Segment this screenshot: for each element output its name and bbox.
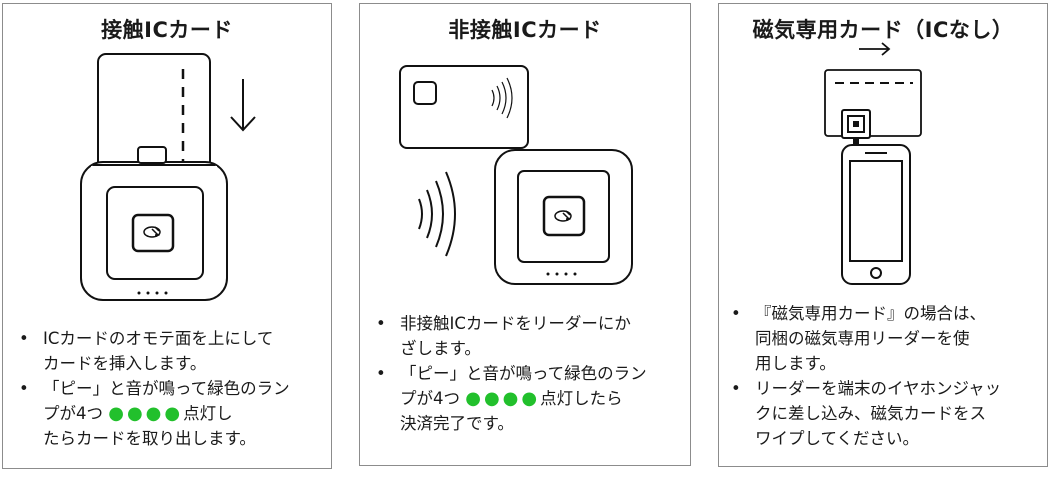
magnetic-reader-icon — [841, 109, 871, 145]
panel-title: 磁気専用カード（ICなし） — [752, 18, 1014, 42]
bullet-text-after: 点灯したら 決済完了です。 — [400, 389, 623, 433]
bullet-item: • リーダーを端末のイヤホンジャッ クに差し込み、磁気カードをス ワイプしてくだ… — [725, 376, 1047, 451]
bullet-item: • ICカードのオモテ面を上にして カードを挿入します。 — [13, 326, 325, 376]
contactless-card — [399, 65, 529, 149]
bullet-text-before: 「ピー」と音が鳴って緑色のラン プが4つ — [400, 364, 647, 408]
panel-title: 非接触ICカード — [448, 18, 602, 42]
bullet-item: • 『磁気専用カード』の場合は、 同梱の磁気専用リーダーを使 用します。 — [725, 301, 1047, 376]
panel-contact-ic: 接触ICカード • ICカードのオモテ面を上にして カードを挿入します。 • — [2, 3, 332, 469]
contactless-illustration — [399, 65, 633, 285]
bullet-dot: • — [376, 314, 386, 333]
contactless-wave-icon — [418, 171, 456, 257]
bullet-text-before: 「ピー」と音が鳴って緑色のラン プが4つ — [43, 379, 290, 423]
bullet-list: • 『磁気専用カード』の場合は、 同梱の磁気専用リーダーを使 用します。 • リ… — [725, 301, 1047, 451]
bullet-dot: • — [731, 304, 741, 323]
bullet-text: 非接触ICカードをリーダーにか ざします。 — [400, 314, 631, 358]
bullet-list: • ICカードのオモテ面を上にして カードを挿入します。 • 「ピー」と音が鳴っ… — [13, 326, 325, 451]
bullet-text: 「ピー」と音が鳴って緑色のラン プが4つ ●●●●点灯したら 決済完了です。 — [400, 364, 647, 433]
bullet-text: ICカードのオモテ面を上にして カードを挿入します。 — [43, 329, 274, 373]
smartphone-icon — [841, 144, 911, 285]
insert-card-arrow-icon — [230, 79, 256, 132]
card-insert-illustration — [80, 53, 256, 301]
panel-title: 接触ICカード — [101, 18, 233, 42]
bullet-text-after: 点灯し たらカードを取り出します。 — [43, 404, 256, 448]
bullet-dot: • — [19, 379, 29, 398]
bullet-text: 『磁気専用カード』の場合は、 同梱の磁気専用リーダーを使 用します。 — [755, 304, 986, 373]
bullet-list: • 非接触ICカードをリーダーにか ざします。 • 「ピー」と音が鳴って緑色のラ… — [370, 311, 686, 436]
swipe-arrow-icon — [859, 42, 891, 56]
contactless-symbol-icon — [491, 77, 513, 119]
bullet-text: リーダーを端末のイヤホンジャッ クに差し込み、磁気カードをス ワイプしてください… — [755, 379, 1002, 448]
bullet-item: • 「ピー」と音が鳴って緑色のラン プが4つ ●●●●点灯し たらカードを取り出… — [13, 376, 325, 451]
green-led-indicators: ●●●● — [465, 388, 541, 409]
panel-contactless-ic: 非接触ICカード • 非接触ICカードをリーダーにか ざします。 — [359, 3, 691, 466]
magnetic-swipe-illustration — [824, 42, 922, 285]
bullet-dot: • — [19, 329, 29, 348]
panel-magnetic-card: 磁気専用カード（ICなし） • 『磁気専用カード』の場合は、 同梱の磁気専用リー… — [718, 3, 1048, 467]
bullet-item: • 「ピー」と音が鳴って緑色のラン プが4つ ●●●●点灯したら 決済完了です。 — [370, 361, 686, 436]
bullet-item: • 非接触ICカードをリーダーにか ざします。 — [370, 311, 686, 361]
magnetic-card — [824, 69, 922, 137]
green-led-indicators: ●●●● — [108, 403, 184, 424]
bullet-text: 「ピー」と音が鳴って緑色のラン プが4つ ●●●●点灯し たらカードを取り出しま… — [43, 379, 290, 448]
bullet-dot: • — [376, 364, 386, 383]
bullet-dot: • — [731, 379, 741, 398]
